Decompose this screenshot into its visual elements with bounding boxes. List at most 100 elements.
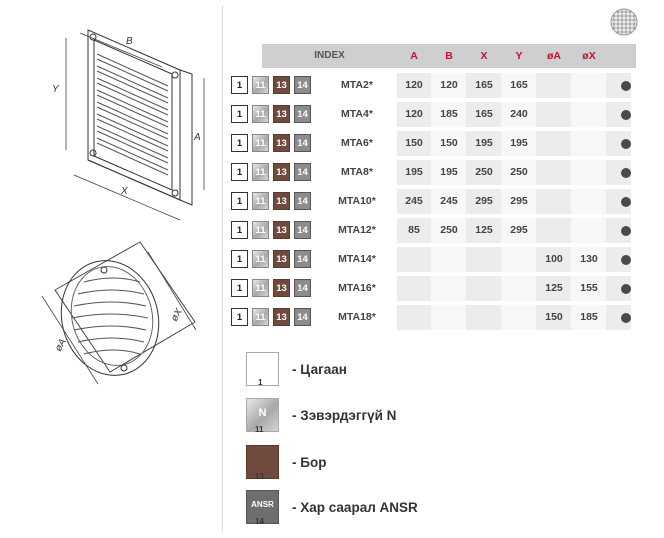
mesh-available-dot <box>621 110 631 120</box>
dimension-value-y: 165 <box>510 79 528 91</box>
legend-label: - Зэвэрдэггүй N <box>292 408 397 423</box>
legend-swatch-white <box>246 352 279 386</box>
dimension-value-da: 125 <box>545 282 563 294</box>
mesh-available-dot <box>621 255 631 265</box>
dimension-value-y <box>502 276 536 301</box>
dimension-value-b: 195 <box>440 166 458 178</box>
finish-code-badge: 1 <box>231 221 248 239</box>
dimension-value-b <box>432 305 466 330</box>
dimension-value-da <box>537 73 571 98</box>
dimension-value-a <box>397 305 431 330</box>
finish-code-badge: 1 <box>231 250 248 268</box>
dimension-value-a: 195 <box>405 166 423 178</box>
dimension-value-x: 165 <box>475 79 493 91</box>
finish-code-badge: 14 <box>294 250 311 268</box>
legend-code: 11 <box>255 425 264 434</box>
dimension-value-a: 120 <box>405 79 423 91</box>
finish-code-badge: 11 <box>252 163 269 181</box>
mesh-available-dot <box>621 168 631 178</box>
finish-code-badge: 1 <box>231 279 248 297</box>
square-grille-inner <box>93 39 173 191</box>
dimension-value-da <box>537 218 571 243</box>
dimension-value-b <box>432 247 466 272</box>
dimension-value-y: 250 <box>510 166 528 178</box>
technical-drawings: B Y A X øA øX <box>41 29 205 385</box>
finish-code-badge: 13 <box>273 105 290 123</box>
header-x: X <box>480 50 488 62</box>
dimension-value-da: 150 <box>545 311 563 323</box>
dimension-value-b: 250 <box>440 224 458 236</box>
legend-badge: ANSR <box>251 500 274 509</box>
dimension-value-x: 165 <box>475 108 493 120</box>
dimension-value-b <box>432 276 466 301</box>
finish-code-badge: 1 <box>231 192 248 210</box>
dimension-value-dx <box>572 102 606 127</box>
dimension-value-da <box>537 131 571 156</box>
finish-code-badge: 14 <box>294 192 311 210</box>
finish-code-badge: 13 <box>273 163 290 181</box>
round-grille-plate <box>54 241 196 373</box>
product-index: MTA2* <box>341 79 373 91</box>
legend-swatch-stainless: N <box>246 398 279 432</box>
dim-label-y: Y <box>52 84 60 95</box>
dimension-value-b: 120 <box>440 79 458 91</box>
dimension-value-a: 245 <box>405 195 423 207</box>
table-header: INDEX A B X Y øA øX <box>262 44 636 68</box>
finish-code-badge: 1 <box>231 105 248 123</box>
dimension-value-da <box>537 189 571 214</box>
product-index: MTA6* <box>341 137 373 149</box>
finish-code-badge: 14 <box>294 279 311 297</box>
header-dia-a: øA <box>547 50 561 62</box>
mesh-available-dot <box>621 197 631 207</box>
finish-code-badge: 11 <box>252 221 269 239</box>
finish-code-badge: 14 <box>294 76 311 94</box>
mesh-available-dot <box>621 139 631 149</box>
dimension-value-da <box>537 102 571 127</box>
finish-code-badge: 11 <box>252 192 269 210</box>
dimension-value-dx: 185 <box>580 311 598 323</box>
finish-code-badge: 13 <box>273 279 290 297</box>
dimension-value-b: 245 <box>440 195 458 207</box>
product-index: MTA10* <box>338 195 376 207</box>
finish-code-badge: 1 <box>231 76 248 94</box>
dimension-value-x <box>467 276 501 301</box>
legend-label: - Бор <box>292 455 327 470</box>
legend-swatch-dark-grey: ANSR <box>246 490 279 524</box>
dimension-value-a <box>397 276 431 301</box>
mesh-available-dot <box>621 226 631 236</box>
dimension-value-dx <box>572 131 606 156</box>
dimension-value-dx <box>572 73 606 98</box>
dimension-value-x <box>467 247 501 272</box>
legend-code: 1 <box>258 378 263 387</box>
dimension-line <box>147 251 197 331</box>
dimension-value-dx <box>572 218 606 243</box>
product-index: MTA12* <box>338 224 376 236</box>
header-dia-x: øX <box>582 50 596 62</box>
dimension-value-a <box>397 247 431 272</box>
dimension-value-b: 150 <box>440 137 458 149</box>
legend-code: 14 <box>255 517 264 526</box>
mesh-icon <box>610 8 638 36</box>
product-index: MTA18* <box>338 311 376 323</box>
finish-code-badge: 13 <box>273 250 290 268</box>
finish-code-badge: 14 <box>294 163 311 181</box>
dimension-value-y: 295 <box>510 195 528 207</box>
dim-label-b: B <box>126 36 133 47</box>
finish-code-badge: 11 <box>252 250 269 268</box>
finish-code-badge: 11 <box>252 76 269 94</box>
screw-hole <box>171 71 179 79</box>
dimension-value-da <box>537 160 571 185</box>
finish-code-badge: 1 <box>231 163 248 181</box>
dimension-lines <box>65 32 205 221</box>
finish-code-badge: 13 <box>273 221 290 239</box>
dimension-line <box>41 295 99 385</box>
finish-code-badge: 11 <box>252 105 269 123</box>
finish-code-badge: 14 <box>294 105 311 123</box>
finish-code-badge: 14 <box>294 134 311 152</box>
